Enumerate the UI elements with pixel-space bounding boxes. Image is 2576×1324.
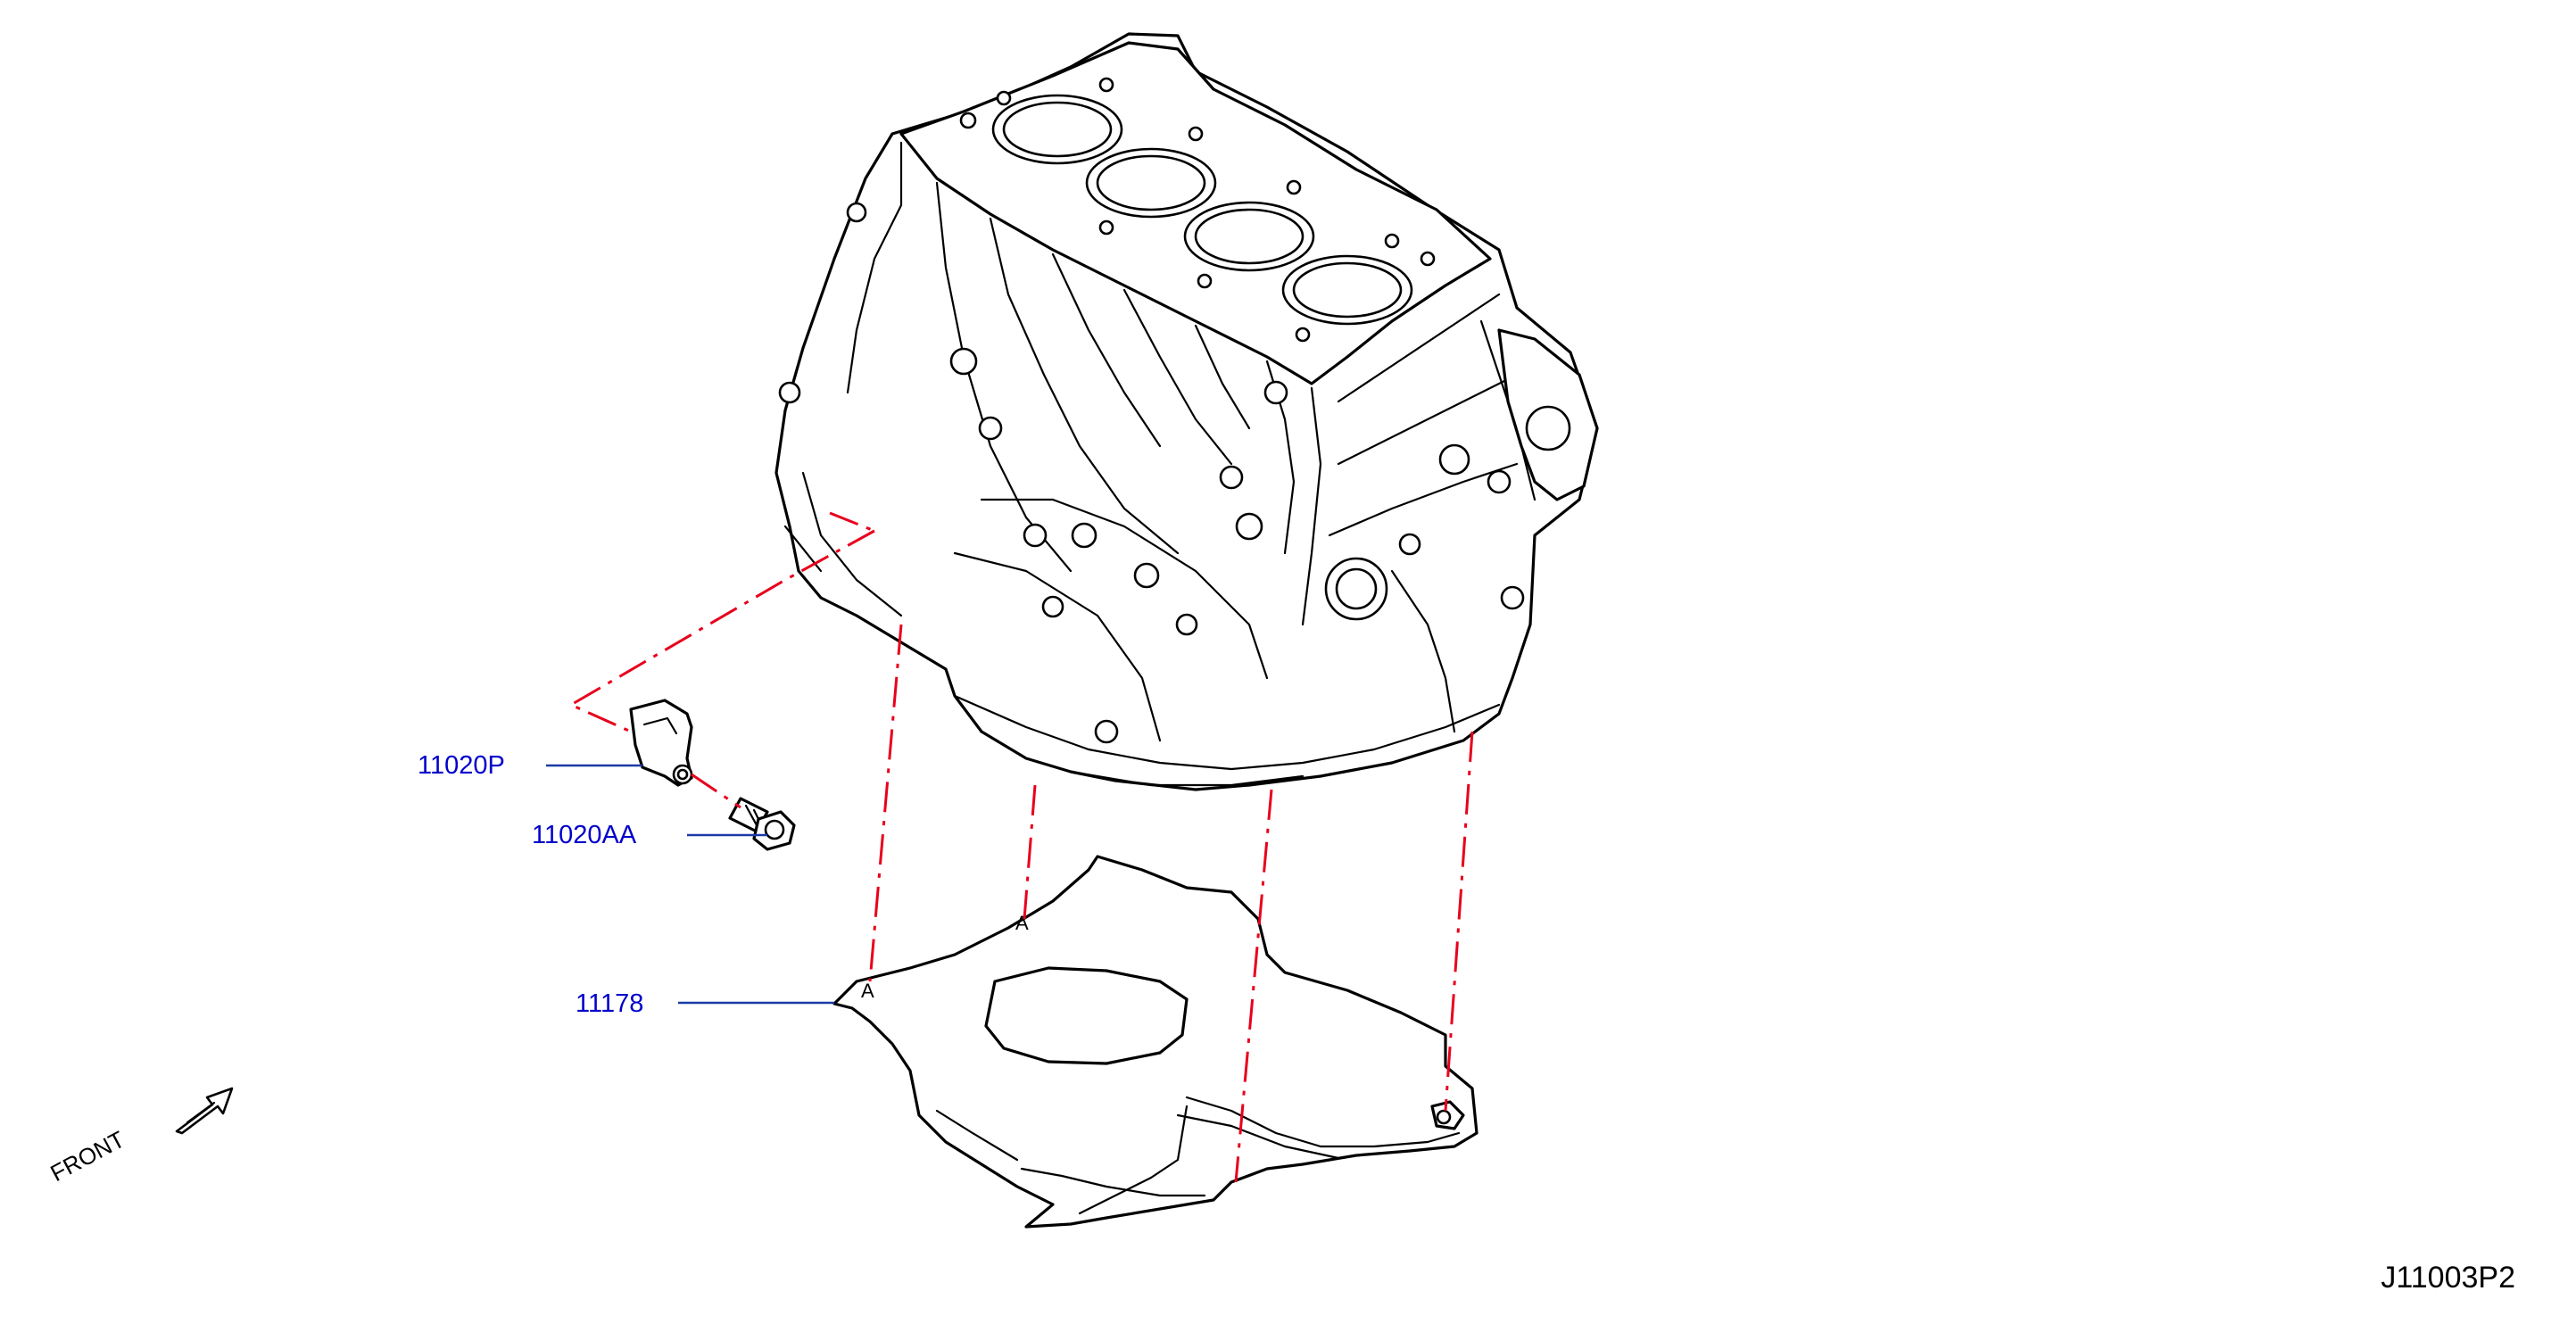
rear-plate-part: A A [832, 855, 1479, 1229]
callout-11178[interactable]: 11178 [576, 989, 644, 1018]
front-arrow-icon [175, 1087, 234, 1135]
callout-11020p[interactable]: 11020P [418, 751, 505, 780]
assembly-line-plate-mid [1234, 789, 1273, 1183]
assembly-line-plate-right [1444, 731, 1474, 1112]
crank-seal-bore [1324, 557, 1388, 621]
deck-bolt-holes [959, 77, 1436, 343]
reference-code: J11003P2 [2381, 1261, 2515, 1295]
point-a-marker-plate: A [861, 980, 874, 1002]
block-bosses [778, 202, 1525, 744]
bolt-part [728, 797, 796, 851]
assembly-lines [567, 511, 1474, 1183]
callout-11020aa[interactable]: 11020AA [532, 821, 637, 849]
point-a-marker-upper: A [1015, 912, 1029, 934]
cylinder-block [774, 32, 1599, 791]
assembly-line-bracket-to-bolt [691, 773, 741, 809]
assembly-line-bracket-top [829, 511, 875, 533]
cylinder-bores [991, 94, 1413, 326]
assembly-line-plate-upper-a [1023, 784, 1037, 920]
assembly-line-bracket-to-block [567, 529, 875, 733]
leader-lines [546, 764, 834, 1005]
assembly-line-plate-a [868, 624, 903, 982]
bracket-part [629, 699, 693, 787]
